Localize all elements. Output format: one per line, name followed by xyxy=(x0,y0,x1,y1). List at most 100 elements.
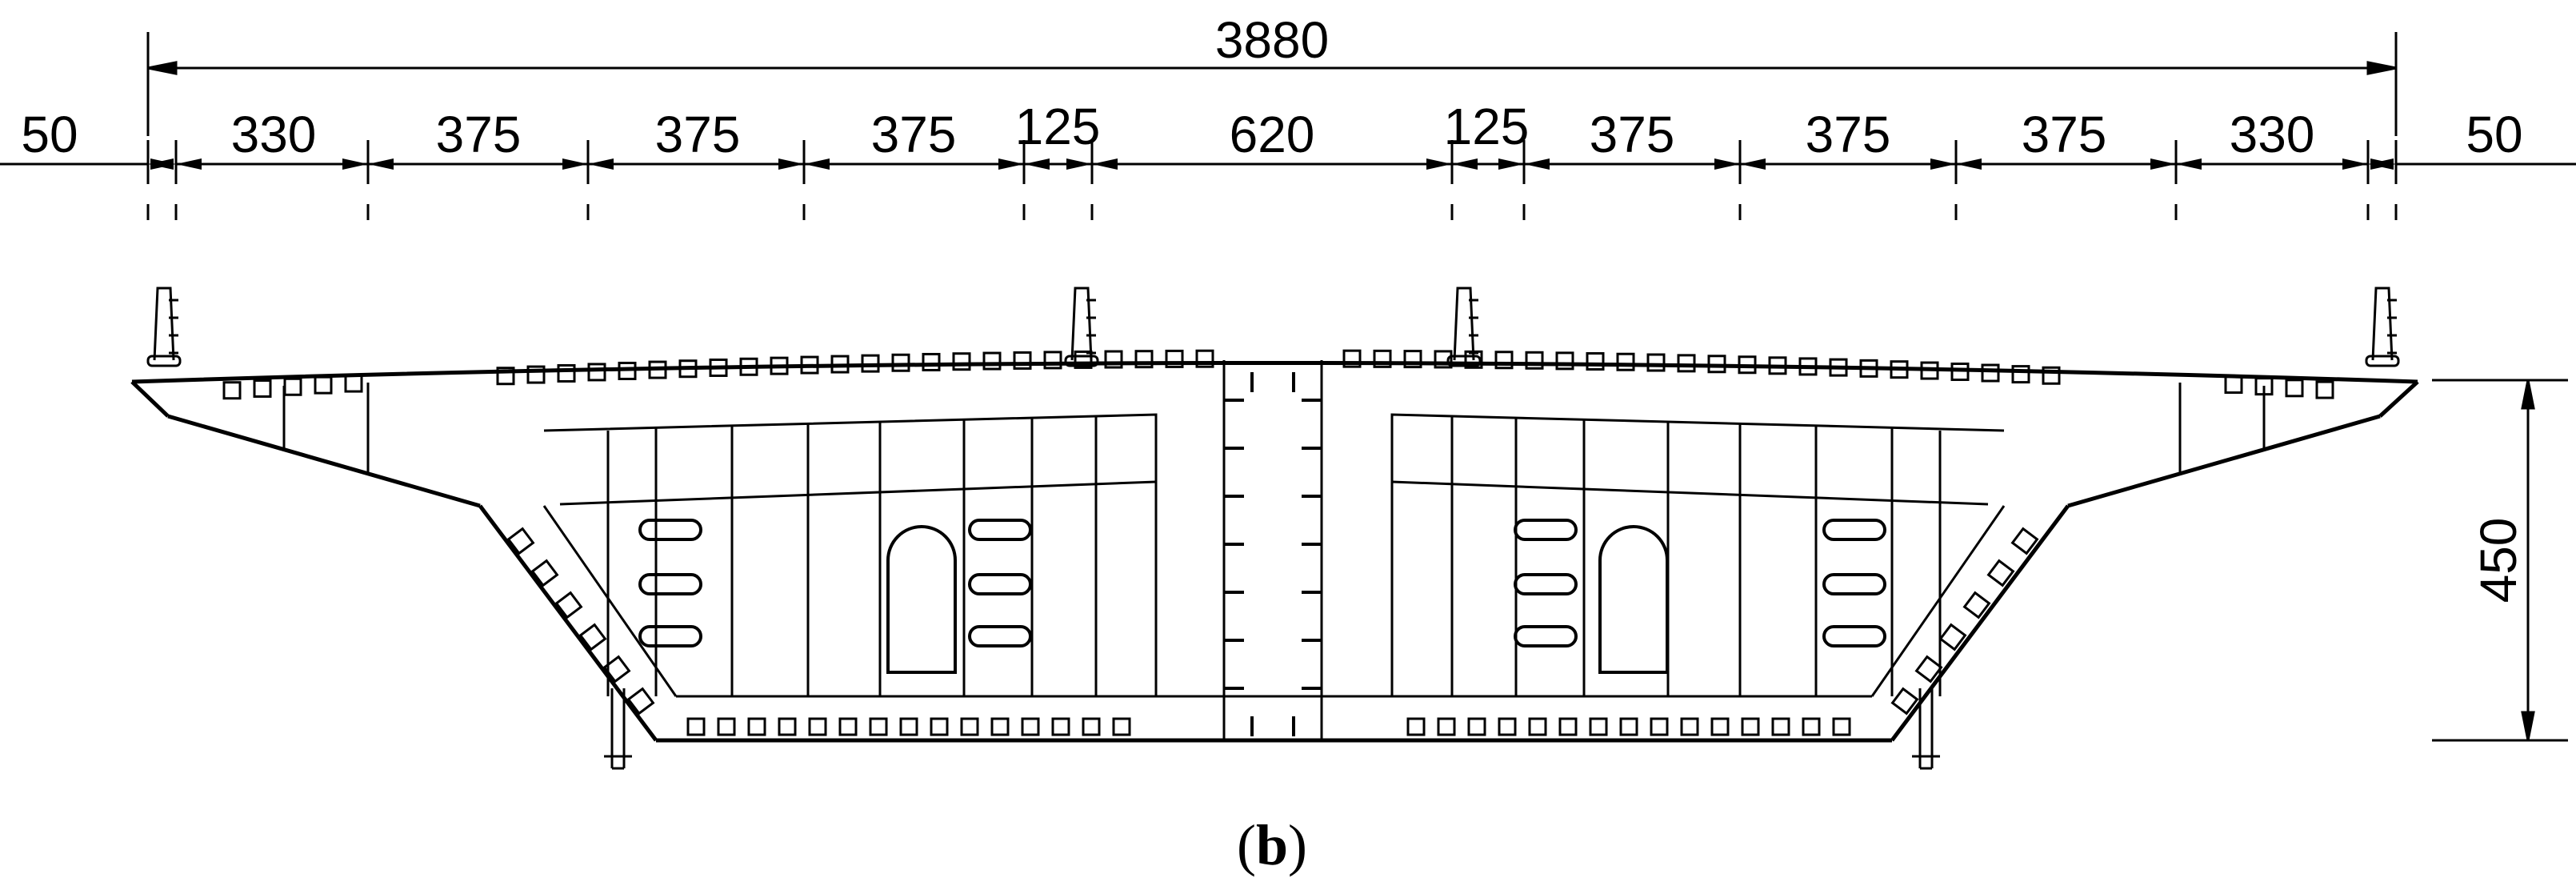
web-rib xyxy=(554,591,583,619)
bottom-rib xyxy=(1741,717,1760,736)
dimension-arrow xyxy=(1956,158,1982,170)
diaphragm-ticks xyxy=(1224,372,1322,736)
deck-rib xyxy=(2224,375,2243,395)
bottom-rib xyxy=(1710,717,1730,736)
dimension-arrow xyxy=(1452,158,1478,170)
girder-outline xyxy=(130,361,2419,743)
deck-rib xyxy=(1829,358,1848,377)
deck-rib xyxy=(496,367,515,386)
deck-rib xyxy=(1616,352,1635,371)
segment-label-2: 330 xyxy=(231,106,317,163)
deck-rib xyxy=(2011,365,2030,384)
deck-rib xyxy=(648,360,667,379)
bottom-rib xyxy=(838,717,858,736)
bottom-rib xyxy=(1589,717,1608,736)
deck-rib xyxy=(314,375,333,395)
segment-arrows xyxy=(148,158,2396,170)
slotted-hole xyxy=(968,573,1032,595)
access-openings xyxy=(886,525,1669,674)
slotted-hole xyxy=(1514,573,1578,595)
slotted-holes xyxy=(638,519,1886,647)
web-rib xyxy=(626,687,655,716)
caption-close-paren: ) xyxy=(1288,813,1307,877)
deck-rib xyxy=(709,358,728,377)
slotted-hole xyxy=(1514,519,1578,541)
railing-base xyxy=(2365,355,2400,367)
bottom-rib xyxy=(1112,717,1131,736)
deck-rib xyxy=(1104,350,1123,369)
deck-rib xyxy=(2042,366,2061,385)
overall-width-label: 3880 xyxy=(1215,11,1329,69)
dimension-arrow xyxy=(1524,158,1550,170)
deck-rib xyxy=(1586,352,1605,371)
deck-rib xyxy=(800,355,819,375)
deck-rib xyxy=(678,359,698,379)
dimension-arrow xyxy=(1740,158,1766,170)
bottom-rib xyxy=(686,717,706,736)
dimension-arrow xyxy=(176,158,202,170)
bottom-rib xyxy=(1437,717,1456,736)
railing-base xyxy=(146,355,182,367)
deck-rib xyxy=(283,377,302,396)
slotted-hole xyxy=(1822,573,1886,595)
deck-rib xyxy=(739,357,758,376)
girder-inner-lines xyxy=(282,360,2266,740)
dimension-arrow xyxy=(562,158,588,170)
caption-letter: b xyxy=(1256,813,1288,877)
slotted-hole xyxy=(638,519,702,541)
dimension-arrow xyxy=(1498,158,1524,170)
dimension-arrow xyxy=(1024,158,1050,170)
bottom-rib xyxy=(1021,717,1040,736)
height-dimension xyxy=(2432,379,2568,742)
deck-rib xyxy=(1043,351,1062,370)
segment-label-12: 330 xyxy=(2230,106,2315,163)
deck-rib xyxy=(1195,349,1214,368)
segment-label-13: 50 xyxy=(2466,106,2522,163)
bottom-rib xyxy=(808,717,827,736)
deck-rib xyxy=(1890,360,1909,379)
railing-post xyxy=(2371,287,2394,361)
web-rib xyxy=(578,623,607,651)
slotted-hole xyxy=(1514,625,1578,647)
deck-rib xyxy=(222,381,242,400)
deck-rib xyxy=(1981,363,2000,383)
deck-rib xyxy=(830,355,850,374)
bottom-rib xyxy=(1051,717,1070,736)
dimension-arrow xyxy=(2342,158,2368,170)
bottom-rib xyxy=(869,717,888,736)
dimension-arrow xyxy=(2176,158,2202,170)
web-rib xyxy=(1914,655,1943,684)
dimension-arrow xyxy=(804,158,830,170)
dimension-arrow xyxy=(1066,158,1092,170)
deck-rib xyxy=(1494,351,1514,370)
deck-rib xyxy=(587,363,606,382)
deck-rib xyxy=(1342,349,1362,368)
web-rib xyxy=(1962,591,1991,619)
deck-rib xyxy=(1134,350,1154,369)
deck-rib xyxy=(1677,354,1696,373)
deck-rib xyxy=(1434,350,1453,369)
deck-rib xyxy=(1165,349,1184,368)
bottom-rib xyxy=(1406,717,1426,736)
deck-rib xyxy=(1707,355,1726,374)
web-rib xyxy=(2010,527,2039,555)
deck-rib xyxy=(1646,353,1666,372)
bottom-rib xyxy=(990,717,1010,736)
bottom-rib xyxy=(1802,717,1821,736)
deck-rib xyxy=(1768,356,1787,375)
deck-rib xyxy=(1920,361,1939,380)
segment-label-5: 375 xyxy=(871,106,957,163)
bottom-rib xyxy=(1619,717,1638,736)
segment-label-10: 375 xyxy=(1806,106,1891,163)
deck-rib xyxy=(770,356,789,375)
slotted-hole xyxy=(968,519,1032,541)
bottom-rib xyxy=(1771,717,1790,736)
segment-label-6: 125 xyxy=(1015,98,1101,155)
segment-label-9: 375 xyxy=(1590,106,1675,163)
deck-rib xyxy=(922,352,941,371)
dimension-arrow xyxy=(1930,158,1956,170)
bottom-rib xyxy=(717,717,736,736)
slotted-hole xyxy=(1822,519,1886,541)
deck-rib xyxy=(1525,351,1544,370)
